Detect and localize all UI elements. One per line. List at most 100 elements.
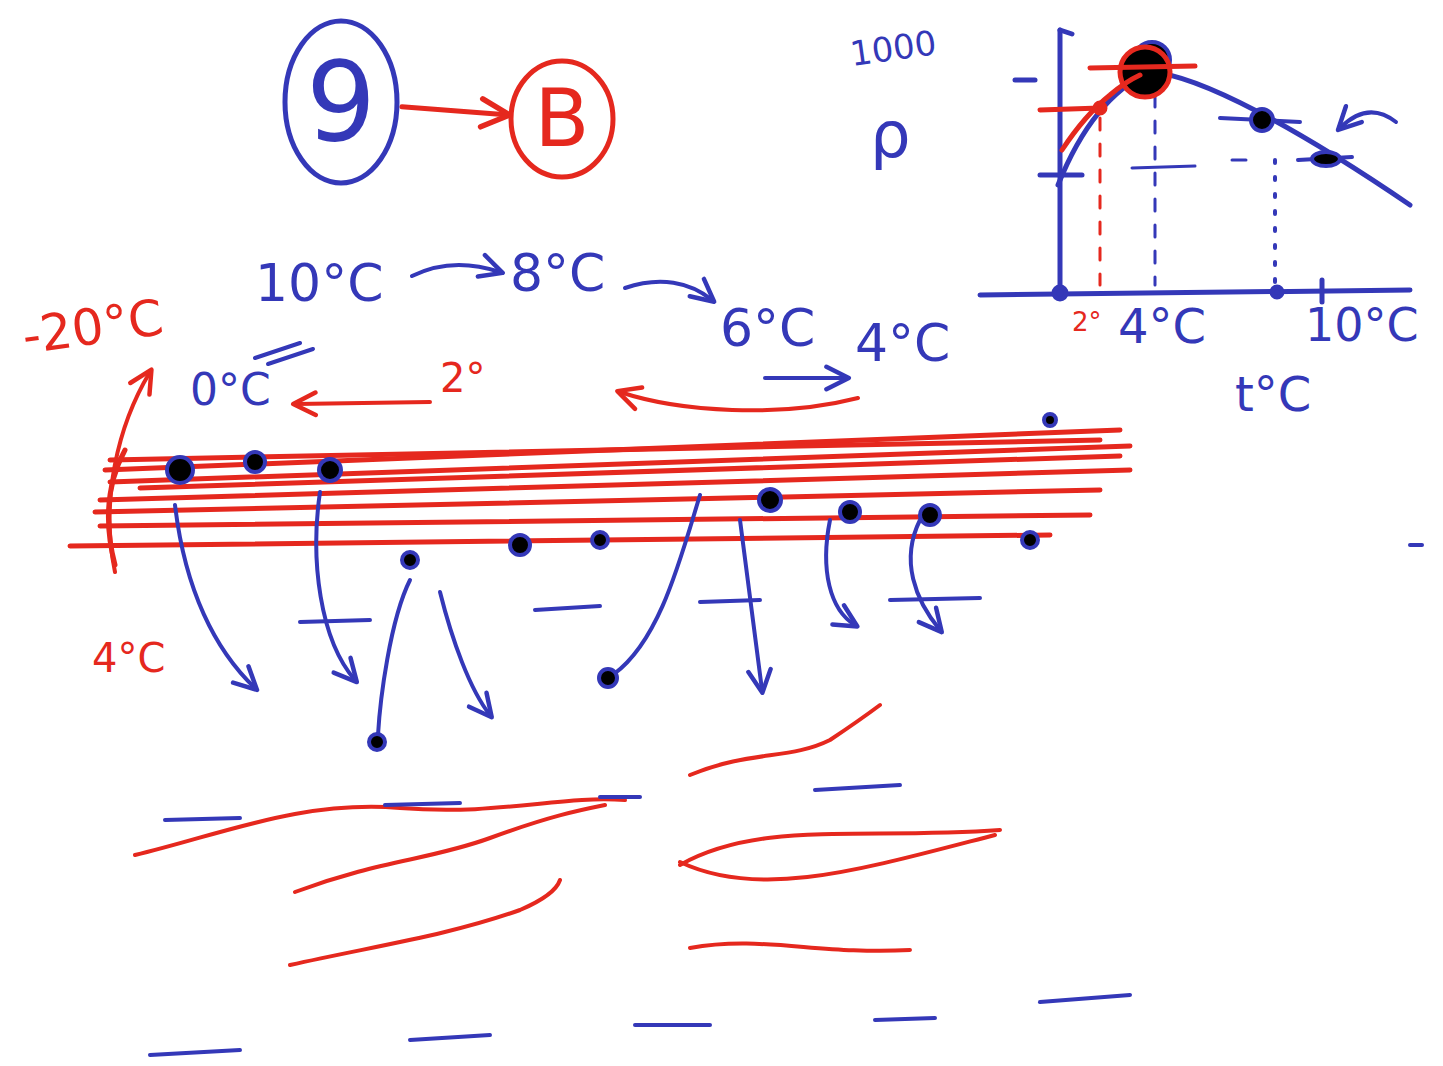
density-graph-stroke	[1232, 159, 1246, 162]
water-molecules-stroke	[402, 552, 418, 568]
density-graph-red	[1040, 47, 1195, 285]
freezing-arrows-stroke	[296, 402, 430, 404]
axis-tick-label: 10°C	[1305, 300, 1419, 351]
water-dashes-stroke	[410, 1035, 490, 1040]
water-molecules-stroke	[740, 520, 762, 690]
water-molecules-stroke	[890, 598, 980, 600]
water-molecules	[167, 414, 1056, 750]
circled-answer: B	[508, 58, 616, 180]
density-graph-stroke	[1015, 78, 1035, 83]
density-graph-red-stroke	[1120, 47, 1170, 97]
freezing-arrows-stroke	[620, 392, 858, 410]
water-waves-stroke	[690, 944, 910, 951]
water-molecules-stroke	[378, 580, 410, 735]
density-graph-red-stroke	[1062, 75, 1140, 150]
water-molecules-stroke	[316, 492, 355, 680]
density-graph-stroke	[1132, 166, 1195, 168]
node-text: B	[535, 79, 590, 159]
density-graph-stroke	[1154, 95, 1157, 285]
density-value: 1000	[848, 24, 939, 73]
water-waves-stroke	[690, 705, 880, 775]
water-molecules-stroke	[300, 620, 370, 622]
cooling-arrows-stroke	[765, 376, 846, 380]
water-molecules-stroke	[911, 520, 940, 630]
node-text: 9	[306, 47, 376, 157]
density-graph-stroke	[1058, 72, 1410, 205]
temperature-label: 6°C	[720, 300, 815, 357]
temperature-label: 4°C	[855, 315, 950, 372]
density-graph-stroke	[1060, 30, 1072, 34]
temperature-label: 4°C	[92, 636, 165, 680]
density-graph-stroke	[1251, 109, 1273, 131]
ice-layer	[70, 430, 1130, 565]
connector-arrow	[402, 107, 506, 115]
water-molecules-stroke	[599, 669, 617, 687]
temperature-label: 2°	[440, 356, 485, 400]
water-waves-stroke	[135, 799, 625, 855]
density-graph-red-stroke	[1099, 118, 1102, 285]
water-molecules-stroke	[510, 535, 530, 555]
axis-tick-label: 4°C	[1118, 300, 1206, 353]
water-molecules-stroke	[535, 606, 600, 610]
density-graph-stroke	[980, 290, 1410, 295]
water-waves-stroke	[290, 880, 560, 965]
axis-tick-label: 2°	[1072, 308, 1102, 337]
water-molecules-stroke	[920, 505, 940, 525]
water-molecules-stroke	[1044, 414, 1056, 426]
density-graph-stroke	[1273, 160, 1277, 285]
temperature-label: 10°C	[255, 255, 383, 312]
water-molecules-stroke	[319, 459, 341, 481]
density-graph-stroke	[1320, 280, 1325, 302]
density-graph	[980, 30, 1410, 302]
water-waves-stroke	[680, 835, 995, 880]
density-graph-stroke	[1340, 112, 1396, 128]
ice-layer-stroke	[100, 470, 1130, 500]
water-molecules-stroke	[245, 452, 265, 472]
circle-outline	[285, 21, 397, 183]
water-molecules-stroke	[167, 457, 193, 483]
density-graph-stroke	[1272, 287, 1282, 297]
water-molecules-stroke	[759, 489, 781, 511]
density-graph-stroke	[1058, 30, 1063, 298]
water-molecules-stroke	[1022, 532, 1038, 548]
density-graph-red-stroke	[1090, 66, 1195, 68]
water-dashes-stroke	[815, 785, 900, 790]
density-graph-stroke	[1312, 152, 1340, 166]
water-dashes-stroke	[875, 1018, 935, 1020]
ice-layer-stroke	[70, 535, 1050, 546]
water-molecules-stroke	[614, 495, 700, 674]
cooling-arrows-stroke	[268, 349, 313, 364]
cooling-arrows-stroke	[412, 265, 500, 276]
circle-outline	[511, 61, 613, 177]
water-dashes-stroke	[600, 795, 640, 799]
temperature-label: -20°C	[19, 290, 167, 364]
axis-title: t°C	[1235, 368, 1311, 421]
water-molecules-stroke	[440, 592, 490, 715]
temperature-label: 8°C	[510, 245, 605, 302]
water-molecules-stroke	[175, 505, 255, 688]
water-molecules-stroke	[369, 734, 385, 750]
water-dashes-stroke	[150, 1050, 240, 1055]
temperature-label: 0°C	[190, 366, 271, 414]
water-dashes-stroke	[1040, 995, 1130, 1002]
ice-layer-stroke	[95, 490, 1100, 512]
water-molecules-stroke	[826, 520, 855, 625]
cooling-arrows-stroke	[625, 282, 712, 300]
water-molecules-stroke	[840, 502, 860, 522]
density-graph-red-stroke	[1095, 103, 1105, 113]
water-dashes-stroke	[1410, 543, 1422, 547]
water-dashes-stroke	[635, 1023, 710, 1027]
water-dashes	[150, 545, 1422, 1055]
density-symbol: ρ	[870, 100, 911, 170]
water-molecules-stroke	[592, 532, 608, 548]
ice-layer-stroke	[108, 450, 125, 565]
density-graph-stroke	[1054, 287, 1066, 299]
circled-number: 9	[282, 18, 400, 186]
water-dashes-stroke	[385, 803, 460, 805]
water-molecules-stroke	[700, 600, 760, 602]
water-waves	[135, 705, 1000, 965]
water-dashes-stroke	[165, 818, 240, 820]
